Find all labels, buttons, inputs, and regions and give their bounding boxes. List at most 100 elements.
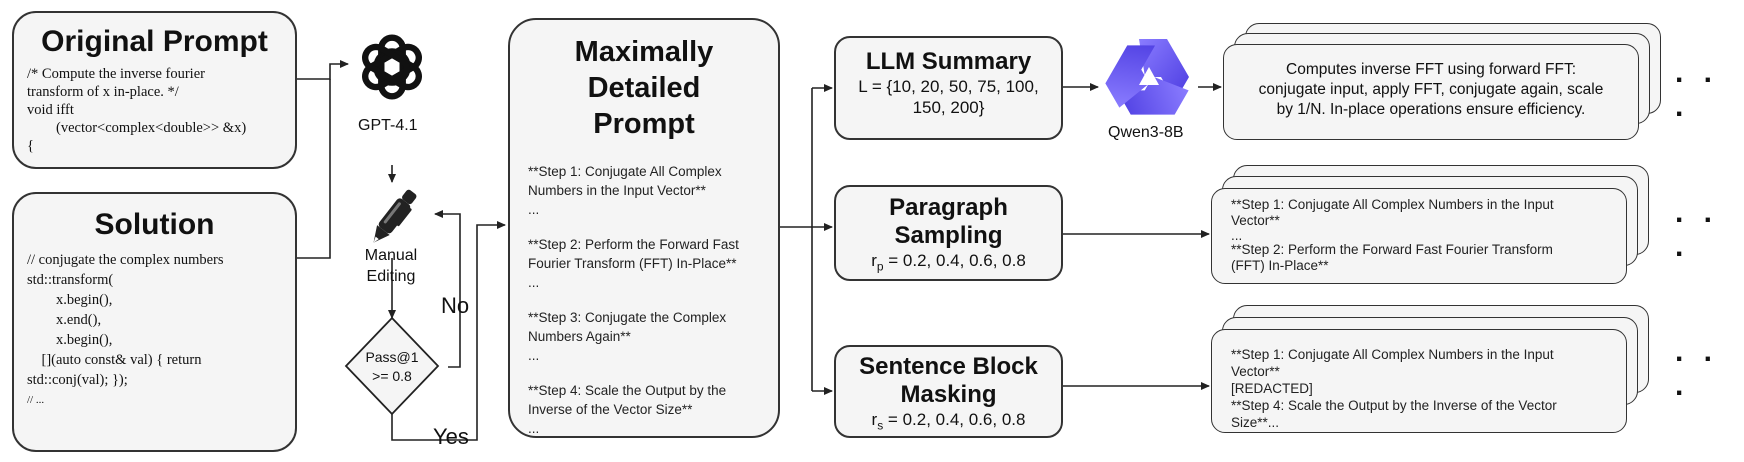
decision-diamond	[344, 316, 440, 416]
step-line: **Step 4: Scale the Output by the	[528, 383, 727, 398]
paragraph-output-text: **Step 1: Conjugate All Complex Numbers …	[1231, 197, 1626, 274]
detailed-title-line: Prompt	[593, 108, 695, 140]
step-line: Numbers Again**	[528, 329, 631, 344]
param-symbol: r	[871, 251, 877, 270]
code-line: [](auto const& val) { return	[27, 352, 202, 368]
code-line: /* Compute the inverse fourier	[27, 66, 205, 82]
solution-code: // conjugate the complex numbers std::tr…	[27, 250, 224, 410]
summary-ellipsis: . . .	[1675, 56, 1719, 123]
code-line: (vector<complex<double>> &x)	[27, 120, 247, 136]
manual-label-line1: Manual	[364, 247, 418, 264]
solution-title: Solution	[94, 208, 215, 241]
output-line: **Step 1: Conjugate All Complex Numbers …	[1231, 347, 1554, 362]
original-prompt-code: /* Compute the inverse fourier transform…	[27, 65, 246, 155]
manual-label-line2: Editing	[366, 268, 416, 285]
output-line: (FFT) In-Place**	[1231, 258, 1329, 273]
llm-summary-title: LLM Summary	[865, 48, 1032, 75]
detailed-title-line: Maximally	[574, 36, 714, 68]
prompt-to-gpt-connector	[297, 60, 349, 80]
detailed-step: **Step 1: Conjugate All Complex Numbers …	[528, 162, 739, 219]
step-line: ...	[528, 421, 540, 436]
no-label: No	[441, 293, 470, 318]
step-line: Numbers in the Input Vector**	[528, 183, 706, 198]
original-prompt-title: Original Prompt	[41, 25, 268, 58]
code-line: // ...	[27, 394, 45, 406]
param-symbol: r	[871, 410, 878, 429]
output-line: Computes inverse FFT using forward FFT:	[1286, 61, 1576, 78]
detailed-prompt-title: Maximally Detailed Prompt	[510, 34, 778, 142]
detailed-steps: **Step 1: Conjugate All Complex Numbers …	[528, 162, 739, 438]
output-line: [REDACTED]	[1231, 381, 1313, 396]
manual-editing-label: Manual Editing	[355, 245, 427, 287]
step-line: **Step 3: Conjugate the Complex	[528, 310, 727, 325]
masking-output-text: **Step 1: Conjugate All Complex Numbers …	[1231, 346, 1626, 431]
no-loop-connector	[434, 210, 461, 368]
gpt-label: GPT-4.1	[358, 117, 418, 134]
output-line: ...	[1231, 228, 1243, 243]
code-line: x.begin(),	[27, 292, 113, 308]
qwen-logo-icon	[1105, 39, 1189, 115]
step-line: **Step 2: Perform the Forward Fast	[528, 237, 739, 252]
masking-output-card: **Step 1: Conjugate All Complex Numbers …	[1211, 329, 1627, 433]
solution-box: Solution // conjugate the complex number…	[12, 192, 297, 452]
output-line: **Step 1: Conjugate All Complex Numbers …	[1231, 197, 1554, 212]
step-line: ...	[528, 202, 540, 217]
code-line: transform of x in-place. */	[27, 84, 179, 100]
paragraph-title-line1: Paragraph	[889, 194, 1008, 221]
output-line: Size**...	[1231, 415, 1280, 430]
pen-icon	[373, 189, 417, 243]
output-line: by 1/N. In-place operations ensure effic…	[1276, 101, 1586, 118]
summary-output-card: Computes inverse FFT using forward FFT: …	[1223, 44, 1639, 140]
code-line: std::conj(val); });	[27, 372, 128, 388]
paragraph-ellipsis: . . .	[1675, 196, 1719, 263]
detailed-title-line: Detailed	[587, 72, 701, 104]
param-values: = 0.2, 0.4, 0.6, 0.8	[883, 410, 1026, 429]
masking-title-line1: Sentence Block	[859, 353, 1038, 380]
code-line: x.begin(),	[27, 332, 113, 348]
output-line: **Step 2: Perform the Forward Fast Fouri…	[1231, 242, 1553, 257]
openai-logo-icon	[362, 34, 422, 100]
masking-param: rs = 0.2, 0.4, 0.6, 0.8	[836, 409, 1061, 436]
detailed-prompt-box: Maximally Detailed Prompt **Step 1: Conj…	[508, 18, 780, 438]
code-line: // conjugate the complex numbers	[27, 252, 224, 268]
output-line: **Step 4: Scale the Output by the Invers…	[1231, 398, 1557, 413]
llm-summary-param: L = {10, 20, 50, 75, 100, 150, 200}	[836, 76, 1061, 118]
step-line: **Step 1: Conjugate All Complex	[528, 164, 722, 179]
paragraph-output-card: **Step 1: Conjugate All Complex Numbers …	[1211, 188, 1627, 284]
masking-title-line2: Masking	[900, 381, 997, 408]
step-line: ...	[528, 348, 540, 363]
param-subscript: p	[876, 259, 884, 274]
param-subscript: s	[877, 418, 884, 433]
detailed-step: **Step 3: Conjugate the Complex Numbers …	[528, 308, 739, 365]
solution-to-gpt-connector	[297, 79, 331, 259]
summary-output-text: Computes inverse FFT using forward FFT: …	[1224, 60, 1638, 120]
paragraph-title-line2: Sampling	[894, 222, 1003, 249]
original-prompt-box: Original Prompt /* Compute the inverse f…	[12, 11, 297, 169]
qwen-label: Qwen3-8B	[1108, 124, 1184, 141]
paragraph-sampling-box: Paragraph Sampling rp = 0.2, 0.4, 0.6, 0…	[834, 185, 1063, 281]
sentence-masking-box: Sentence Block Masking rs = 0.2, 0.4, 0.…	[834, 345, 1063, 438]
decision-line2: >= 0.8	[372, 368, 412, 384]
output-line: Vector**	[1231, 213, 1280, 228]
yes-label: Yes	[433, 424, 469, 449]
yes-connector	[391, 221, 506, 441]
decision-line1: Pass@1	[365, 349, 419, 365]
llm-summary-box: LLM Summary L = {10, 20, 50, 75, 100, 15…	[834, 36, 1063, 140]
decision-text: Pass@1 >= 0.8	[357, 348, 427, 386]
param-values: = 0.2, 0.4, 0.6, 0.8	[883, 251, 1026, 270]
step-line: Fourier Transform (FFT) In-Place**	[528, 256, 737, 271]
llm-param-line1: L = {10, 20, 50, 75, 100,	[858, 77, 1039, 96]
step-line: ...	[528, 275, 540, 290]
masking-ellipsis: . . .	[1675, 335, 1719, 402]
llm-param-line2: 150, 200}	[912, 98, 985, 117]
output-line: Vector**	[1231, 364, 1280, 379]
step-line: Inverse of the Vector Size**	[528, 402, 693, 417]
code-line: void ifft	[27, 102, 74, 118]
detailed-step: **Step 4: Scale the Output by the Invers…	[528, 381, 739, 438]
code-line: std::transform(	[27, 272, 114, 288]
output-line: conjugate input, apply FFT, conjugate ag…	[1258, 81, 1604, 98]
code-line: {	[27, 138, 34, 154]
detailed-step: **Step 2: Perform the Forward Fast Fouri…	[528, 235, 739, 292]
